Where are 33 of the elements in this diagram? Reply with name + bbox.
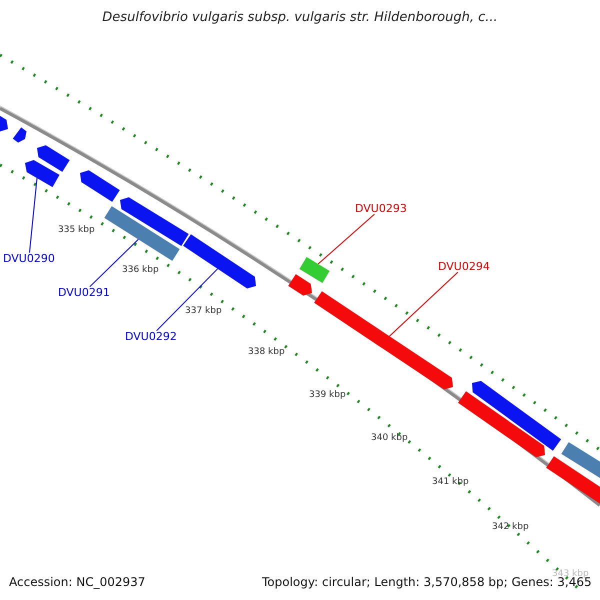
gene-feature bbox=[314, 291, 453, 390]
gene-feature bbox=[12, 127, 26, 143]
gene-label: DVU0291 bbox=[58, 287, 110, 298]
gene-label: DVU0294 bbox=[438, 261, 490, 272]
gene-feature bbox=[299, 257, 330, 283]
scale-label: 342 kbp bbox=[492, 523, 529, 532]
gene-feature bbox=[472, 380, 562, 451]
scale-label: 336 kbp bbox=[122, 266, 159, 275]
gene-label: DVU0290 bbox=[3, 253, 55, 264]
gene-feature bbox=[288, 274, 312, 296]
accession-text: Accession: NC_002937 bbox=[9, 576, 146, 588]
leader-line bbox=[388, 272, 458, 337]
leader-line bbox=[89, 238, 139, 288]
title: Desulfovibrio vulgaris subsp. vulgaris str. Hildenborough, c... bbox=[101, 11, 499, 24]
gene-label: DVU0292 bbox=[125, 331, 177, 342]
gene-feature bbox=[37, 145, 70, 172]
leader-line bbox=[156, 268, 218, 332]
scale-label: 338 kbp bbox=[248, 348, 285, 357]
scale-label: 337 kbp bbox=[185, 307, 222, 316]
scale-label: 340 kbp bbox=[371, 434, 408, 443]
gene-feature bbox=[120, 197, 189, 246]
leader-line bbox=[318, 214, 375, 264]
gene-feature bbox=[80, 170, 120, 202]
gene-feature bbox=[546, 456, 600, 504]
gene-feature bbox=[25, 160, 60, 188]
gene-feature bbox=[458, 391, 545, 458]
genome-summary-text: Topology: circular; Length: 3,570,858 bp; Genes: 3,465 bbox=[262, 576, 592, 588]
gene-label: DVU0293 bbox=[355, 203, 407, 214]
gene-feature bbox=[183, 234, 256, 288]
scale-label: 341 kbp bbox=[432, 478, 469, 487]
scale-label: 335 kbp bbox=[58, 226, 95, 235]
gene-feature bbox=[104, 206, 180, 261]
leader-line bbox=[29, 178, 38, 254]
